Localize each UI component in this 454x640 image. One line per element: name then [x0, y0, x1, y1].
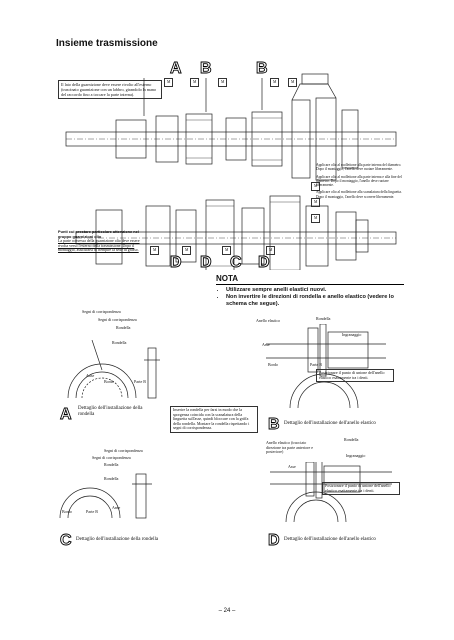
oil-seal-callout-head: Punti cui prestare particolare attenzion… [58, 229, 139, 239]
marker-a-top: A [170, 60, 182, 78]
label-rondella-2: Rondella [112, 340, 127, 345]
marker-b-top-2: B [256, 60, 268, 78]
label-parte-b-b: Parte B [310, 362, 322, 367]
detail-a-letter: A [60, 406, 72, 424]
label-anello-lower: Anello elastico (tracciato direzione tra… [266, 440, 314, 455]
nota-box: NOTA Utilizzare sempre anelli elastici n… [216, 274, 406, 308]
oil-seal-callout: Punti cui prestare particolare attenzion… [58, 229, 148, 253]
label-bordo: Bordo [104, 379, 114, 384]
nota-item: Utilizzare sempre anelli elastici nuovi. [226, 287, 406, 294]
label-segni-lower: Segni di corrispondenza [104, 448, 143, 453]
detail-b-caption: Dettaglio dell'installazione dell'anello… [284, 421, 376, 426]
oil-seal-callout-body: La parte convessa della guarnizione olio… [58, 239, 140, 253]
right-note-2: Applicare olio al mollettone alla parte … [316, 174, 402, 188]
label-rondella-b: Rondella [316, 316, 331, 321]
label-rondella-lower: Rondella [104, 462, 119, 467]
m-marker: M [150, 246, 160, 255]
label-asse: Asse [262, 342, 270, 347]
marker-d-bottom-3: D [258, 254, 270, 272]
m-marker: M [182, 246, 192, 255]
detail-c-letter: C [60, 532, 72, 550]
page-title: Insieme trasmissione [56, 38, 158, 49]
m-marker: M [311, 198, 321, 207]
label-anse-lower: Anse [112, 505, 121, 510]
nota-item: Non invertire le direzioni di rondella e… [226, 294, 406, 308]
right-note-1: Applicare olio al mollettone alla parte … [316, 163, 402, 172]
nota-heading: NOTA [216, 274, 404, 285]
detail-b-letter: B [268, 416, 280, 434]
detail-a-caption: Dettaglio dell'installazione della ronde… [78, 406, 143, 417]
m-marker: M [311, 214, 321, 223]
right-notes: Applicare olio al mollettone alla parte … [316, 163, 406, 202]
snapring-position-note-lower: Posizionare il punto di unione dell'anel… [322, 482, 400, 496]
page-number: – 24 – [218, 608, 236, 614]
label-segni-2: Segni di corrispondenza [98, 317, 137, 322]
label-rondella: Rondella [116, 325, 131, 330]
m-marker: M [288, 78, 298, 87]
m-marker: M [266, 246, 276, 255]
nota-list: Utilizzare sempre anelli elastici nuovi.… [216, 287, 406, 308]
m-marker: M [190, 78, 200, 87]
label-segni: Segni di corrispondenza [82, 309, 121, 314]
label-parte-b-lower: Parte B [86, 509, 98, 514]
label-anello: Anello elastico [256, 318, 281, 323]
marker-b-top: B [200, 60, 212, 78]
washer-instruction: Inserire la rondella per farsi in modo c… [170, 406, 258, 433]
label-asse-lower: Asse [288, 464, 296, 469]
m-marker: M [218, 78, 228, 87]
detail-d-letter: D [268, 532, 280, 550]
detail-b-lower-drawing [270, 462, 392, 522]
m-marker: M [164, 78, 174, 87]
m-marker: M [311, 182, 321, 191]
marker-d-bottom: D [170, 254, 182, 272]
detail-d-caption: Dettaglio dell'installazione dell'anello… [284, 537, 376, 542]
transmission-drawing [65, 73, 397, 270]
label-ingranaggio: Ingranaggio [342, 332, 362, 337]
label-segni-lower-2: Segni di corrispondenza [92, 455, 131, 460]
label-ingranaggio-lower: Ingranaggio [346, 453, 366, 458]
callout-seal-note: Il lato della guarnizione deve essere ri… [58, 80, 162, 99]
marker-d-bottom-2: D [200, 254, 212, 272]
label-rondella-lower-2: Rondella [104, 476, 119, 481]
snapring-position-note: Posizionare il punto di unione dell'anel… [316, 369, 394, 383]
label-rondella-lower-b: Rondella [344, 437, 359, 442]
m-marker: M [270, 78, 280, 87]
label-bordo-lower: Bordo [62, 509, 72, 514]
right-note-3: Applicare olio al mollettone alla scanal… [316, 190, 402, 199]
detail-a-washer-drawing [67, 340, 160, 399]
marker-c-bottom: C [230, 254, 242, 272]
label-anse: Anse [86, 373, 95, 378]
m-marker: M [222, 246, 232, 255]
label-parte-b: Parte B [134, 379, 146, 384]
detail-c-caption: Dettaglio dell'installazione della ronde… [76, 537, 159, 542]
detail-a-lower-drawing [59, 473, 152, 519]
label-bordo-b: Bordo [268, 362, 278, 367]
